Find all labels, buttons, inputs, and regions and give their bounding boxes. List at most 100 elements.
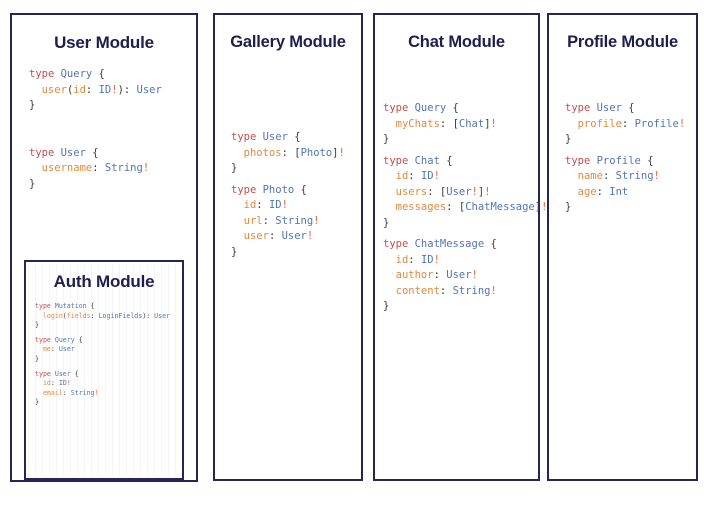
code-line: type Query { bbox=[383, 101, 538, 117]
code-token-pun: : bbox=[92, 162, 105, 174]
code-token-kw: type bbox=[383, 102, 415, 114]
code-line: user(id: ID!): User bbox=[29, 83, 196, 99]
code-line: type Chat { bbox=[383, 154, 538, 170]
code-token-pun: [ bbox=[294, 146, 301, 159]
code-token-ty: String bbox=[615, 170, 654, 182]
code-line: photos: [Photo]! bbox=[231, 146, 361, 162]
code-line: } bbox=[29, 177, 196, 193]
code-line: users: [User!]! bbox=[383, 185, 538, 201]
code-line: user: User! bbox=[231, 229, 361, 245]
code-token-ty: Profile bbox=[596, 154, 641, 167]
code-token-fld: users bbox=[383, 185, 428, 198]
code-line: } bbox=[35, 355, 182, 365]
code-token-kw: type bbox=[29, 146, 61, 159]
code-token-pun: ( bbox=[66, 83, 74, 96]
code-line: id: ID! bbox=[383, 253, 538, 269]
code-token-pun: } bbox=[231, 162, 238, 174]
code-line: type User { bbox=[29, 146, 196, 162]
code-token-kw: type bbox=[565, 102, 597, 114]
code-token-ty: User bbox=[136, 83, 162, 96]
code-token-bang: ! bbox=[433, 170, 440, 182]
code-token-pun: ] bbox=[484, 117, 491, 130]
code-token-fld: email bbox=[35, 388, 63, 397]
code-token-fld: fields bbox=[66, 311, 91, 320]
code-token-pun: { bbox=[439, 154, 453, 167]
code-token-ty: Photo bbox=[262, 183, 295, 196]
code-token-pun: : bbox=[439, 284, 453, 297]
code-token-ty: Int bbox=[609, 185, 629, 198]
code-token-ty: User bbox=[54, 369, 71, 378]
code-token-pun: : bbox=[50, 379, 59, 388]
code-token-pun: { bbox=[86, 302, 95, 310]
module-title-auth: Auth Module bbox=[53, 272, 155, 291]
code-token-kw: type bbox=[383, 238, 415, 250]
code-line: } bbox=[383, 216, 538, 232]
module-card-auth[interactable]: Auth Module type Mutation { login(fields… bbox=[24, 260, 184, 480]
code-token-ty: ID bbox=[58, 379, 67, 388]
code-token-ty: String bbox=[275, 214, 314, 227]
code-token-ty: Query bbox=[60, 68, 93, 80]
module-card-user[interactable]: User Module type Query { user(id: ID!): … bbox=[10, 13, 198, 482]
code-line bbox=[29, 130, 196, 146]
code-token-pun: : bbox=[85, 83, 99, 96]
code-token-pun: : bbox=[621, 117, 635, 130]
code-token-pun: ] bbox=[534, 201, 542, 213]
code-token-fld: url bbox=[231, 214, 263, 227]
schema-code-profile: type User { profile: Profile!}type Profi… bbox=[565, 101, 696, 216]
module-card-chat[interactable]: Chat Module type Query { myChats: [Chat]… bbox=[373, 13, 547, 481]
code-token-bang: ! bbox=[471, 185, 478, 198]
code-token-ty: Chat bbox=[458, 117, 485, 130]
module-card-gallery[interactable]: Gallery Module type User { photos: [Phot… bbox=[213, 13, 363, 481]
code-token-pun: { bbox=[294, 183, 307, 196]
code-token-pun: } bbox=[565, 201, 572, 213]
code-line: profile: Profile! bbox=[565, 117, 696, 133]
code-line: } bbox=[231, 245, 361, 261]
code-token-pun: { bbox=[621, 102, 635, 114]
code-token-pun: : bbox=[262, 214, 276, 227]
code-line: id: ID! bbox=[231, 198, 361, 214]
code-token-bang: ! bbox=[66, 379, 71, 388]
code-token-pun: } bbox=[35, 354, 39, 363]
code-token-fld: login bbox=[35, 311, 63, 320]
code-token-ty: User bbox=[446, 185, 472, 198]
code-token-pun: } bbox=[35, 398, 39, 407]
code-token-pun: : bbox=[50, 345, 59, 354]
code-token-ty: ChatMessage bbox=[414, 238, 485, 250]
code-token-ty: Query bbox=[414, 102, 447, 114]
code-token-bang: ! bbox=[490, 117, 497, 130]
code-token-pun: ): bbox=[117, 83, 137, 96]
code-token-pun: [ bbox=[452, 117, 459, 130]
code-token-fld: username bbox=[29, 162, 93, 174]
code-token-pun: : bbox=[256, 199, 269, 211]
code-token-kw: type bbox=[35, 369, 55, 378]
code-token-pun: : bbox=[602, 170, 616, 182]
code-token-fld: name bbox=[565, 170, 603, 182]
code-token-ty: User bbox=[446, 269, 472, 281]
code-line: } bbox=[35, 321, 182, 331]
code-token-bang: ! bbox=[306, 230, 314, 242]
code-token-kw: type bbox=[35, 335, 55, 344]
module-card-profile[interactable]: Profile Module type User { profile: Prof… bbox=[547, 13, 698, 481]
code-token-ty: String bbox=[104, 162, 143, 174]
code-token-ty: ChatMessage bbox=[465, 201, 535, 213]
code-token-fld: user bbox=[29, 83, 67, 96]
code-token-ty: ID bbox=[268, 199, 282, 211]
code-token-ty: String bbox=[452, 284, 491, 297]
code-line: type ChatMessage { bbox=[383, 237, 538, 253]
code-token-fld: profile bbox=[565, 117, 622, 130]
code-token-fld: user bbox=[231, 230, 269, 242]
code-line: type User { bbox=[231, 130, 361, 146]
code-token-kw: type bbox=[231, 131, 263, 143]
code-line: url: String! bbox=[231, 214, 361, 230]
code-token-bang: ! bbox=[313, 214, 320, 227]
code-line: } bbox=[29, 98, 196, 114]
code-token-ty: Mutation bbox=[54, 302, 87, 310]
code-token-ty: User bbox=[154, 311, 171, 320]
module-title-user: User Module bbox=[54, 33, 154, 52]
code-line: } bbox=[383, 299, 538, 315]
code-token-pun: } bbox=[29, 177, 36, 190]
code-token-pun: : bbox=[62, 388, 71, 397]
code-line: type Mutation { bbox=[35, 302, 182, 312]
code-token-pun: : bbox=[596, 185, 610, 198]
code-token-kw: type bbox=[231, 183, 263, 196]
